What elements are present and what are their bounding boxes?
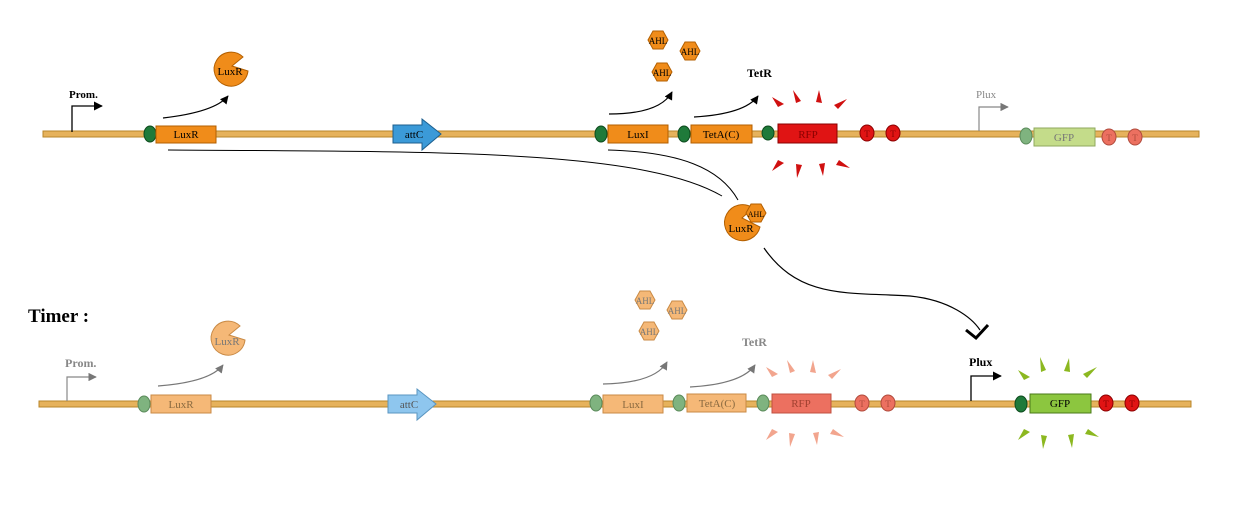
svg-text:T: T — [885, 399, 891, 409]
top-rbs-3 — [677, 125, 691, 143]
bottom-luxi-gene — [602, 394, 664, 414]
top-rbs-5 — [1019, 127, 1033, 145]
bottom-ahl-molecule-1: AHL — [634, 290, 656, 310]
bottom-tetr-label: TetR — [742, 335, 767, 349]
top-ahl-molecule-2: AHL — [679, 41, 701, 61]
top-luxr-protein-icon — [213, 51, 249, 87]
top-rbs-2 — [594, 125, 608, 143]
bottom-gfp-gene — [1029, 393, 1092, 414]
bottom-rbs-3 — [672, 394, 686, 412]
top-gfp-gene — [1033, 127, 1096, 147]
bottom-luxi-gene-label: LuxI — [622, 399, 644, 411]
top-rfp-gene-label: RFP — [798, 129, 818, 141]
top-luxi-gene — [607, 124, 669, 144]
bottom-rfp-gene-label: RFP — [791, 398, 811, 410]
top-luxi-expression-arrow — [608, 91, 673, 115]
timer-title: Timer : — [28, 306, 89, 327]
bottom-rbs-5 — [1014, 395, 1028, 413]
svg-text:AHL: AHL — [668, 306, 687, 316]
top-teta-gene — [690, 124, 753, 144]
top-luxr-expression-arrow — [162, 95, 229, 119]
svg-text:T: T — [1132, 133, 1138, 143]
svg-text:AHL: AHL — [649, 36, 668, 46]
top-rbs-1 — [143, 125, 157, 143]
bottom-gfp-gene-label: GFP — [1050, 398, 1070, 410]
bottom-ahl-molecule-2: AHL — [666, 300, 688, 320]
top-terminator-2 — [885, 124, 901, 142]
top-luxr-protein-label: LuxR — [217, 66, 243, 78]
svg-text:T: T — [859, 399, 865, 409]
top-gfp-gene-label: GFP — [1054, 132, 1074, 144]
top-terminator-3 — [1101, 128, 1117, 146]
top-luxr-gene-label: LuxR — [173, 129, 199, 141]
top-attc-label: attC — [405, 129, 423, 141]
bottom-rbs-1 — [137, 395, 151, 413]
bottom-luxr-expression-arrow — [157, 364, 224, 387]
svg-text:T: T — [1106, 133, 1112, 143]
bottom-teta-gene-label: TetA(C) — [699, 398, 736, 410]
bottom-rfp-gene — [771, 393, 832, 414]
bottom-luxr-protein-label: LuxR — [214, 336, 240, 348]
top-tetr-label: TetR — [747, 66, 772, 80]
complex-activates-plux-head-icon — [965, 323, 990, 341]
top-terminator-1 — [859, 124, 875, 142]
bottom-terminator-1 — [854, 394, 870, 412]
bottom-ahl-molecule-3: AHL — [638, 321, 660, 341]
bottom-terminator-4 — [1124, 394, 1140, 412]
complex-formation: AHL LuxR — [167, 149, 990, 341]
complex-activates-plux-arrow — [763, 247, 981, 331]
luxr-to-complex-curve — [167, 149, 723, 197]
bottom-luxi-expression-arrow — [602, 361, 668, 385]
svg-text:T: T — [864, 129, 870, 139]
complex-luxr-protein-icon — [724, 204, 761, 242]
bottom-luxr-gene — [150, 394, 212, 414]
bottom-terminator-3 — [1098, 394, 1114, 412]
top-promoter-label: Prom. — [69, 89, 98, 101]
bottom-teta-gene — [686, 393, 747, 413]
top-rfp-glow-burst — [772, 90, 850, 178]
bottom-plux-label: Plux — [969, 355, 992, 369]
svg-text:AHL: AHL — [653, 68, 672, 78]
complex-luxr-label: LuxR — [728, 223, 754, 235]
svg-text:AHL: AHL — [640, 327, 659, 337]
bottom-circuit: Timer : Prom. LuxR LuxR attC LuxI AHL AH… — [28, 290, 1192, 449]
svg-text:AHL: AHL — [681, 47, 700, 57]
bottom-attc-label: attC — [400, 399, 418, 411]
bottom-attc-site — [387, 387, 437, 422]
top-plux-arrow-icon — [978, 102, 1009, 131]
bottom-promoter-arrow-icon — [66, 372, 97, 401]
top-luxr-gene — [155, 125, 217, 144]
top-promoter-arrow-icon — [71, 101, 103, 132]
top-terminator-4 — [1127, 128, 1143, 146]
complex-ahl-label: AHL — [748, 210, 765, 219]
bottom-teta-expression-arrow — [689, 364, 756, 388]
svg-text:T: T — [1103, 399, 1109, 409]
bottom-promoter-label: Prom. — [65, 356, 96, 370]
top-teta-gene-label: TetA(C) — [703, 129, 740, 141]
top-rbs-4 — [761, 125, 775, 141]
luxi-to-complex-curve — [607, 149, 739, 201]
top-circuit: Prom. LuxR LuxR attC LuxI AHL AHL — [42, 30, 1200, 178]
svg-text:AHL: AHL — [636, 296, 655, 306]
top-luxi-gene-label: LuxI — [627, 129, 649, 141]
top-teta-expression-arrow — [693, 95, 759, 118]
top-ahl-molecule-3: AHL — [651, 62, 673, 82]
bottom-gfp-glow-burst — [1018, 357, 1099, 449]
top-ahl-molecule-1: AHL — [647, 30, 669, 50]
bottom-luxr-gene-label: LuxR — [168, 399, 194, 411]
bottom-luxr-protein-icon — [210, 320, 246, 356]
bottom-rfp-glow-burst — [766, 360, 844, 447]
top-rfp-gene — [777, 123, 838, 144]
top-attc-site — [392, 117, 442, 152]
top-plux-label: Plux — [976, 89, 997, 101]
complex-ahl-icon — [745, 203, 767, 223]
svg-text:T: T — [1129, 399, 1135, 409]
svg-text:T: T — [890, 129, 896, 139]
bottom-plux-arrow-icon — [970, 371, 1002, 401]
bottom-terminator-2 — [880, 394, 896, 412]
bottom-rbs-4 — [756, 394, 770, 412]
bottom-rbs-2 — [589, 394, 603, 412]
